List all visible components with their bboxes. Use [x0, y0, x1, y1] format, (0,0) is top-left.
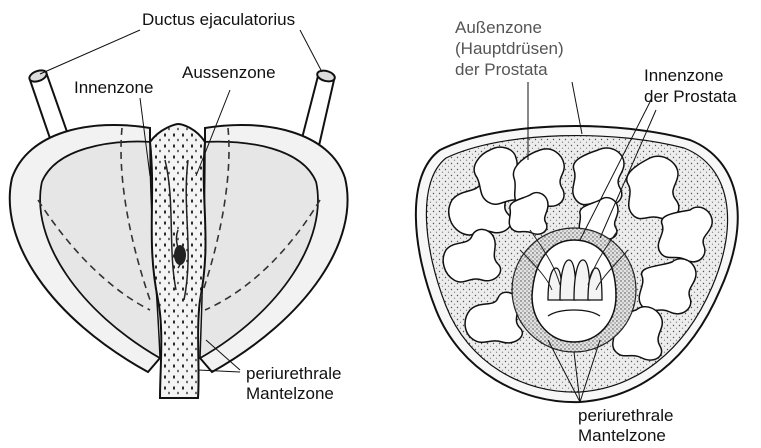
- label-innenzone-right-line1: Innenzone: [644, 66, 723, 86]
- label-innenzone: Innenzone: [74, 78, 153, 98]
- right-prostate-cross-section: [416, 82, 738, 402]
- label-aussenzone-line1: Außenzone: [455, 18, 542, 38]
- label-mantelzone-right: Mantelzone: [578, 426, 666, 446]
- label-innenzone-right-line2: der Prostata: [644, 87, 737, 107]
- label-mantelzone-left: Mantelzone: [246, 384, 334, 404]
- label-periurethrale-right: periurethrale: [578, 406, 673, 426]
- label-periurethrale-left: periurethrale: [246, 364, 341, 384]
- label-aussenzone: Aussenzone: [182, 63, 276, 83]
- label-aussenzone-line3: der Prostata: [455, 60, 548, 80]
- label-ductus-ejaculatorius: Ductus ejaculatorius: [142, 10, 295, 30]
- label-aussenzone-line2: (Hauptdrüsen): [455, 39, 564, 59]
- left-prostate-section: [10, 30, 348, 398]
